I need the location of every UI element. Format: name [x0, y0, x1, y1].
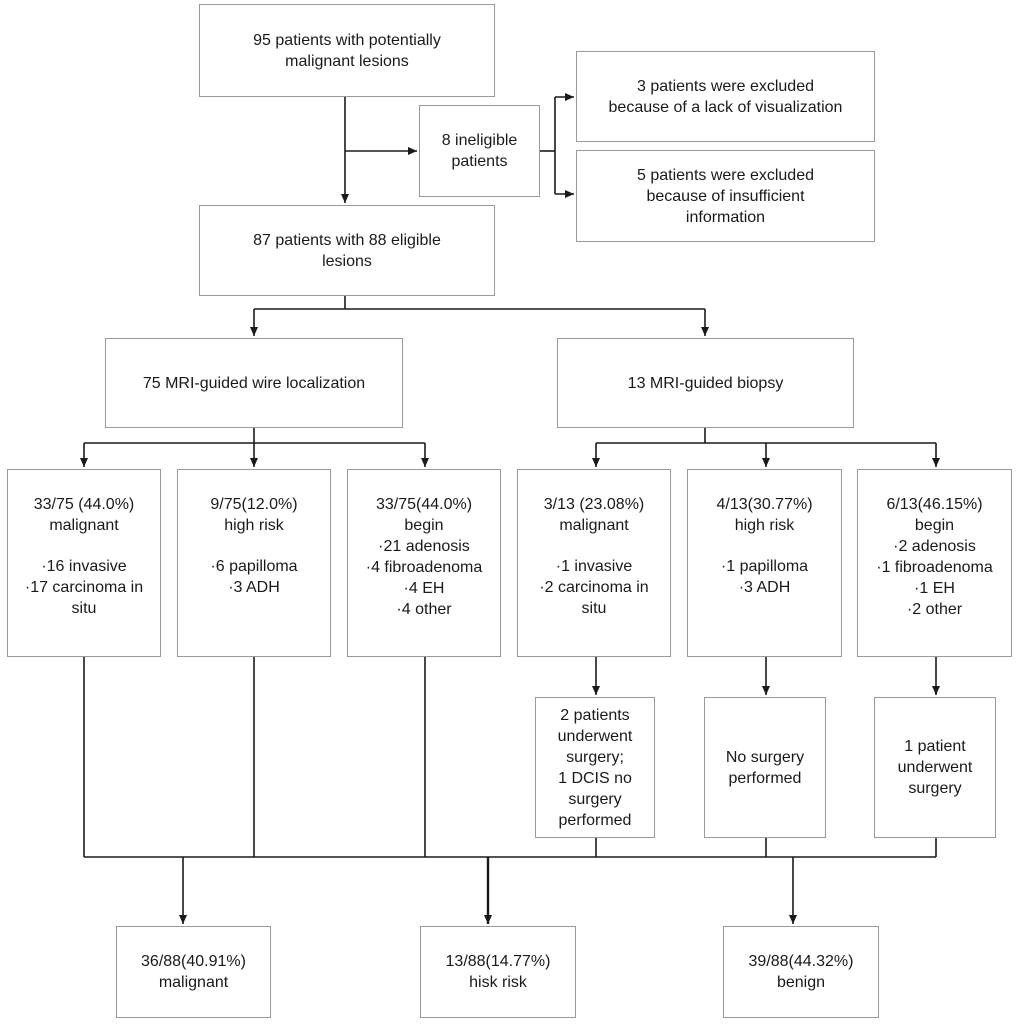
surgery-line: 2 patients — [560, 706, 630, 724]
result-item: ·3 ADH — [738, 579, 791, 596]
box-excluded-information-line: because of insufficient — [646, 187, 805, 205]
box-wire-benign: 33/75(44.0%) begin ·21 adenosis ·4 fibro… — [347, 469, 501, 657]
box-wire-highrisk: 9/75(12.0%) high risk ·6 papilloma ·3 AD… — [177, 469, 331, 657]
result-item: ·1 EH — [914, 580, 955, 597]
box-ineligible-line: patients — [451, 153, 508, 170]
result-item: situ — [71, 600, 97, 617]
box-final-highrisk: 13/88(14.77%) hisk risk — [420, 926, 576, 1018]
box-eligible: 87 patients with 88 eligible lesions — [199, 205, 495, 296]
final-line: 36/88(40.91%) — [141, 953, 246, 970]
box-surgery-malignant: 2 patients underwent surgery; 1 DCIS no … — [535, 697, 655, 838]
result-head: 33/75 (44.0%) — [33, 496, 135, 513]
result-item: ·4 other — [396, 601, 452, 618]
final-line: 13/88(14.77%) — [445, 953, 551, 970]
result-head: 9/75(12.0%) — [210, 496, 298, 513]
result-item: ·4 EH — [403, 580, 445, 597]
result-item: ·1 invasive — [555, 558, 633, 575]
surgery-line: performed — [728, 769, 802, 787]
result-item: ·17 carcinoma in — [24, 579, 144, 596]
result-item: ·21 adenosis — [378, 538, 470, 555]
final-line: benign — [776, 974, 826, 991]
box-start: 95 patients with potentially malignant l… — [199, 4, 495, 97]
surgery-line: surgery — [908, 780, 962, 797]
result-item: ·4 fibroadenoma — [365, 559, 483, 576]
result-item: ·2 carcinoma in — [539, 579, 649, 596]
box-start-line: 95 patients with potentially — [253, 31, 441, 49]
box-wire-localization: 75 MRI-guided wire localization — [105, 338, 403, 428]
result-item: ·2 other — [906, 601, 963, 618]
box-biopsy-line: 13 MRI-guided biopsy — [627, 374, 784, 392]
result-head: begin — [404, 517, 444, 534]
result-head: begin — [914, 517, 955, 534]
surgery-line: surgery — [568, 790, 622, 808]
box-wire-malignant: 33/75 (44.0%) malignant ·16 invasive ·17… — [7, 469, 161, 657]
box-excluded-information-line: information — [685, 208, 766, 226]
result-item: situ — [581, 600, 607, 617]
surgery-line: performed — [558, 811, 632, 829]
box-ineligible-line: 8 ineligible — [441, 132, 518, 149]
box-surgery-benign: 1 patient underwent surgery — [874, 697, 996, 838]
box-eligible-line: lesions — [322, 252, 372, 270]
box-ineligible: 8 ineligible patients — [419, 105, 540, 197]
box-eligible-line: 87 patients with 88 eligible — [253, 231, 441, 249]
final-line: 39/88(44.32%) — [748, 953, 854, 970]
result-head: malignant — [559, 517, 629, 534]
box-surgery-highrisk: No surgery performed — [704, 697, 826, 838]
final-line: hisk risk — [469, 974, 527, 991]
result-item: ·16 invasive — [41, 558, 127, 575]
box-biopsy-malignant: 3/13 (23.08%) malignant ·1 invasive ·2 c… — [517, 469, 671, 657]
box-final-benign: 39/88(44.32%) benign — [723, 926, 879, 1018]
result-head: 4/13(30.77%) — [716, 496, 813, 513]
box-excluded-visualization: 3 patients were excluded because of a la… — [576, 51, 875, 142]
result-item: ·1 papilloma — [720, 558, 809, 575]
box-excluded-information: 5 patients were excluded because of insu… — [576, 150, 875, 242]
result-head: 33/75(44.0%) — [375, 496, 473, 513]
surgery-line: 1 patient — [904, 738, 966, 755]
result-head: 6/13(46.15%) — [886, 496, 983, 513]
surgery-line: 1 DCIS no — [558, 769, 632, 787]
result-item: ·3 ADH — [228, 579, 280, 596]
box-start-line: malignant lesions — [285, 52, 409, 70]
result-item: ·2 adenosis — [893, 538, 976, 555]
result-item: ·6 papilloma — [210, 558, 298, 575]
box-biopsy-highrisk: 4/13(30.77%) high risk ·1 papilloma ·3 A… — [687, 469, 842, 657]
surgery-line: underwent — [557, 727, 633, 745]
result-head: high risk — [224, 517, 284, 534]
result-head: malignant — [49, 517, 119, 534]
box-biopsy-benign: 6/13(46.15%) begin ·2 adenosis ·1 fibroa… — [857, 469, 1012, 657]
surgery-line: underwent — [897, 759, 973, 776]
box-biopsy: 13 MRI-guided biopsy — [557, 338, 854, 428]
box-excluded-visualization-line: because of a lack of visualization — [608, 98, 843, 116]
result-head: 3/13 (23.08%) — [543, 496, 645, 513]
result-head: high risk — [734, 517, 795, 534]
box-wire-localization-line: 75 MRI-guided wire localization — [142, 374, 366, 392]
surgery-line: No surgery — [725, 748, 805, 766]
box-excluded-visualization-line: 3 patients were excluded — [636, 77, 814, 95]
final-line: malignant — [158, 974, 229, 991]
result-item: ·1 fibroadenoma — [876, 559, 993, 576]
box-excluded-information-line: 5 patients were excluded — [637, 166, 814, 184]
surgery-line: surgery; — [566, 748, 624, 766]
box-final-malignant: 36/88(40.91%) malignant — [116, 926, 271, 1018]
